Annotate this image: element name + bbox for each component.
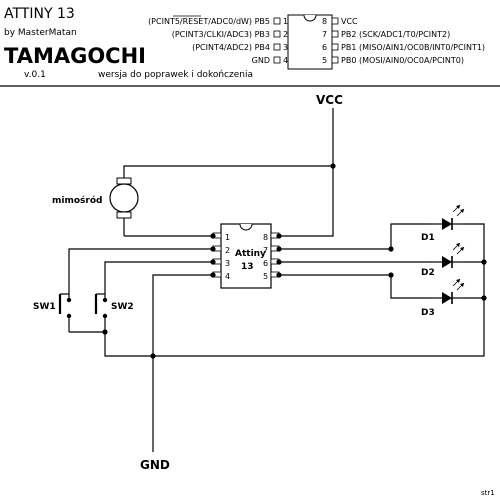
led-wiring	[279, 223, 487, 301]
project-title: TAMAGOCHI	[4, 44, 146, 68]
gnd-label: GND	[140, 458, 170, 472]
sw2-label: SW2	[111, 302, 134, 312]
led-d2	[430, 242, 465, 268]
sw2	[94, 293, 108, 332]
sw1	[58, 293, 72, 332]
pinout-right-7-label: PB2 (SCK/ADC1/T0/PCINT2)	[341, 30, 450, 39]
pinout-right-7-num: 7	[322, 30, 327, 39]
subtitle: wersja do poprawek i dokończenia	[98, 70, 253, 80]
chip-label-1: Attiny	[235, 249, 266, 259]
chip-pin-3: 3	[225, 259, 230, 268]
page-label: str1	[481, 489, 495, 497]
motor	[109, 177, 213, 237]
sw1-label: SW1	[33, 302, 56, 312]
pinout-chip	[273, 14, 339, 70]
pinout-left-1-num: 1	[283, 17, 288, 26]
motor-label: mimośród	[52, 195, 102, 206]
led-d3	[430, 278, 465, 304]
d1-label: D1	[421, 233, 435, 243]
attiny-chip	[212, 223, 280, 289]
pinout-left-3-num: 3	[283, 43, 288, 52]
author: by MasterMatan	[4, 28, 77, 38]
pinout-right-8-num: 8	[322, 17, 327, 26]
chip-pin-8: 8	[263, 233, 268, 242]
pinout-left-1-label: (PCINT5/RESET/ADC0/dW) PB5	[148, 17, 270, 26]
chip-pin-4: 4	[225, 272, 230, 281]
chip-pin-6: 6	[263, 259, 268, 268]
chip-pin-2: 2	[225, 246, 230, 255]
d3-label: D3	[421, 308, 435, 318]
pinout-left-2-label: (PCINT3/CLKI/ADC3) PB3	[172, 30, 270, 39]
pinout-left-3-label: (PCINT4/ADC2) PB4	[192, 43, 270, 52]
chip-name: ATTINY 13	[4, 6, 75, 22]
chip-label-2: 13	[241, 262, 254, 272]
pinout-left-4-label: GND	[252, 56, 270, 65]
vcc-label: VCC	[316, 93, 343, 107]
version: v.0.1	[24, 70, 46, 80]
pinout-right-6-label: PB1 (MISO/AIN1/OC0B/INT0/PCINT1)	[341, 43, 485, 52]
pinout-left-4-num: 4	[283, 56, 288, 65]
chip-pin-7: 7	[263, 246, 268, 255]
pinout-right-8-label: VCC	[341, 17, 358, 26]
vcc-rail	[123, 108, 336, 237]
pinout-right-6-num: 6	[322, 43, 327, 52]
chip-pin-5: 5	[263, 272, 268, 281]
pinout-left-2-num: 2	[283, 30, 288, 39]
d2-label: D2	[421, 268, 435, 278]
pinout-right-5-num: 5	[322, 56, 327, 65]
chip-pin-1: 1	[225, 233, 230, 242]
switch-wiring	[68, 248, 213, 294]
led-d1	[430, 204, 465, 230]
pinout-right-5-label: PB0 (MOSI/AIN0/OC0A/PCINT0)	[341, 56, 464, 65]
